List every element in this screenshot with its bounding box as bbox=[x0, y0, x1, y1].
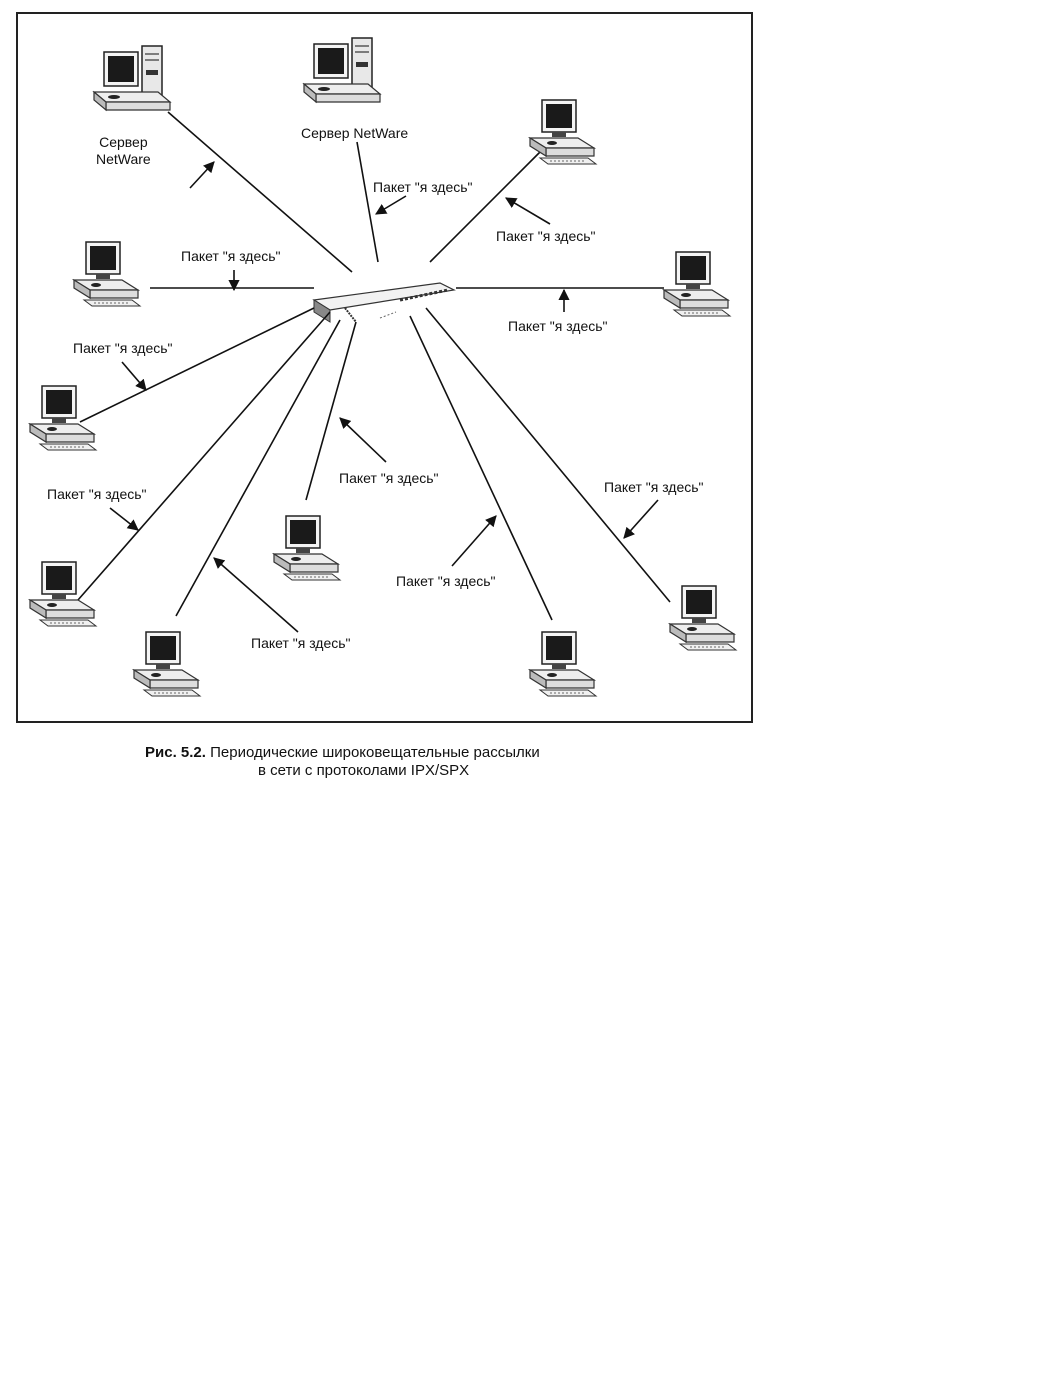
server-top-label: Сервер NetWare bbox=[301, 125, 408, 142]
link-ws-top-right bbox=[430, 152, 540, 262]
packet-label: Пакет "я здесь" bbox=[508, 318, 608, 335]
arrow-top-right bbox=[506, 198, 550, 224]
packet-label: Пакет "я здесь" bbox=[339, 470, 439, 487]
caption-text-line1: Периодические широковещательные рассылки bbox=[210, 744, 540, 761]
workstation-left-middle-icon bbox=[30, 386, 96, 450]
arrow-server-top bbox=[376, 196, 406, 214]
caption-number: Рис. 5.2. bbox=[145, 744, 206, 761]
packet-label: Пакет "я здесь" bbox=[396, 573, 496, 590]
workstation-right-icon bbox=[664, 252, 730, 316]
packet-label: Пакет "я здесь" bbox=[373, 179, 473, 196]
link-ws-left-middle bbox=[80, 308, 314, 422]
packet-label: Пакет "я здесь" bbox=[47, 486, 147, 503]
arrow-bottom-right bbox=[624, 500, 658, 538]
workstation-center-icon bbox=[274, 516, 340, 580]
workstation-bottom-left-icon bbox=[134, 632, 200, 696]
workstation-top-right-icon bbox=[530, 100, 596, 164]
caption-text-line2: в сети с протоколами IPX/SPX bbox=[145, 762, 665, 780]
packet-label: Пакет "я здесь" bbox=[73, 340, 173, 357]
link-server-top bbox=[357, 142, 378, 262]
packet-label: Пакет "я здесь" bbox=[251, 635, 351, 652]
server-left-label-line1: Сервер bbox=[96, 134, 151, 151]
arrow-server-left bbox=[190, 162, 214, 188]
arrow-left-lower bbox=[110, 508, 138, 530]
arrow-left-middle bbox=[122, 362, 146, 390]
network-diagram bbox=[0, 0, 1050, 760]
server-left-label-line2: NetWare bbox=[96, 151, 151, 168]
arrow-bottom-center bbox=[452, 516, 496, 566]
server-left-label: Сервер NetWare bbox=[96, 134, 151, 168]
workstation-left-lower-icon bbox=[30, 562, 96, 626]
figure-caption: Рис. 5.2. Периодические широковещательны… bbox=[145, 744, 665, 780]
packet-label: Пакет "я здесь" bbox=[496, 228, 596, 245]
link-ws-bottom-right bbox=[426, 308, 670, 602]
server-netware-top-icon bbox=[304, 38, 380, 102]
arrow-center bbox=[340, 418, 386, 462]
packet-label: Пакет "я здесь" bbox=[604, 479, 704, 496]
workstation-bottom-right-icon bbox=[670, 586, 736, 650]
packet-label: Пакет "я здесь" bbox=[181, 248, 281, 265]
server-netware-left-icon bbox=[94, 46, 170, 110]
workstation-left-upper-icon bbox=[74, 242, 140, 306]
workstation-bottom-center-icon bbox=[530, 632, 596, 696]
